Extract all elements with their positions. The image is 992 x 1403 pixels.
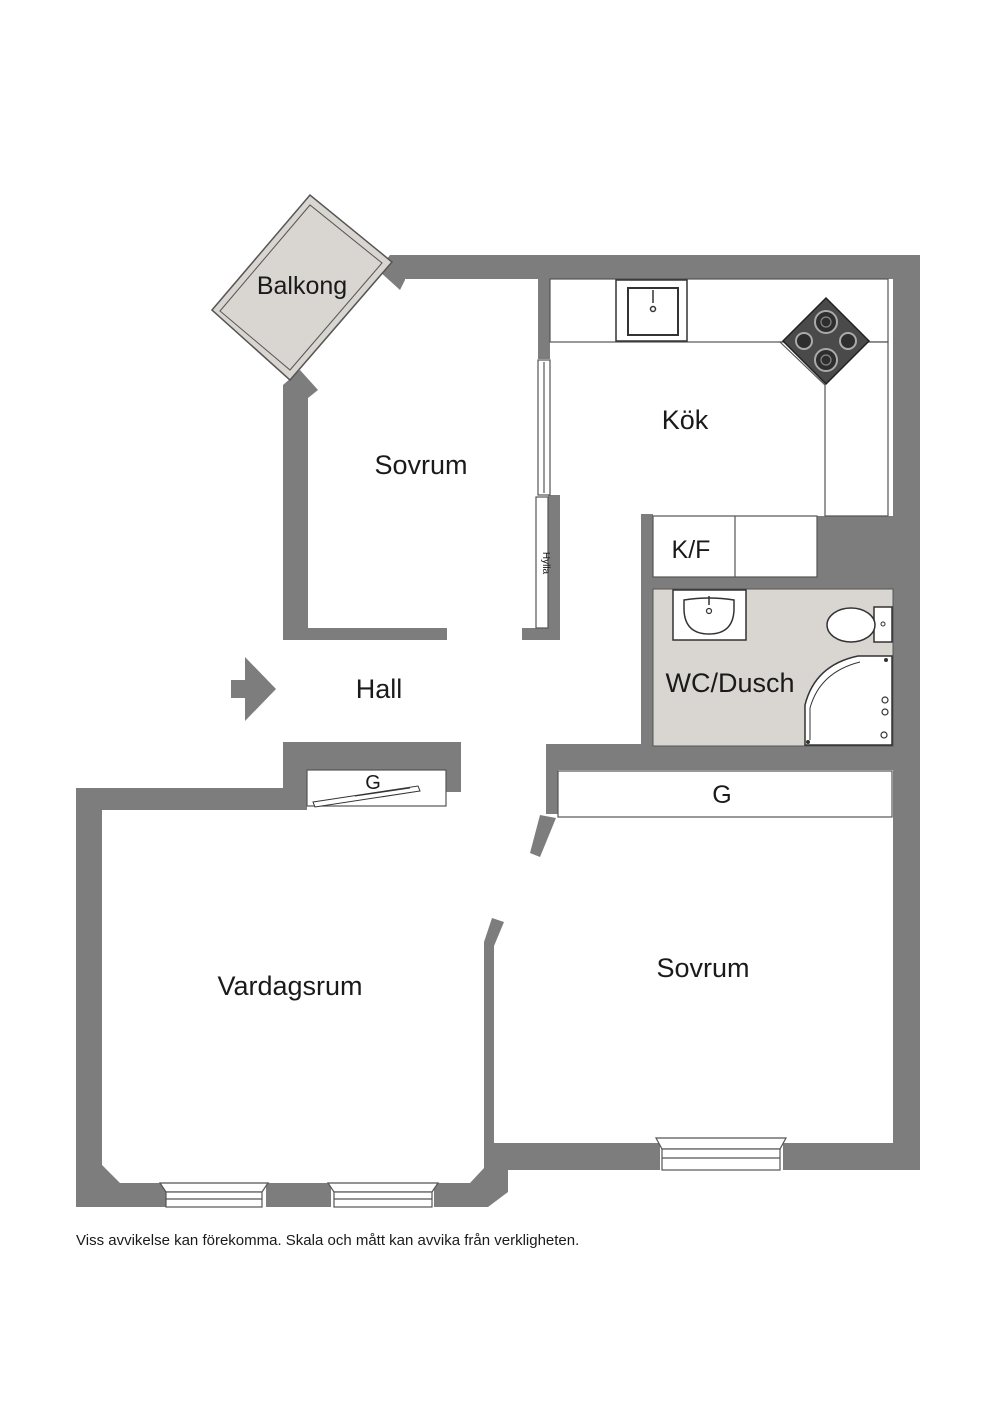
vardagsrum-label: Vardagsrum [217, 971, 362, 1001]
hall-label: Hall [356, 674, 403, 704]
exterior-walls [76, 255, 920, 1207]
closet-small [306, 769, 447, 808]
washbasin-icon [672, 589, 747, 641]
sovrum-north-label: Sovrum [374, 450, 467, 480]
entrance-arrow-icon [231, 657, 276, 721]
window-bedroom-south [654, 1137, 788, 1171]
g-small-label: G [365, 772, 381, 794]
balcony [210, 193, 394, 382]
window-living-1 [158, 1182, 270, 1208]
wardrobe-north [537, 359, 551, 496]
balkong-label: Balkong [257, 272, 347, 300]
kitchen-sink-icon [615, 279, 688, 342]
shelf [535, 496, 549, 629]
toilet-icon [826, 606, 893, 643]
window-living-2 [326, 1182, 440, 1208]
stove-icon [781, 296, 871, 386]
shelf-label: Hylla [540, 552, 551, 575]
disclaimer-text: Viss avvikelse kan förekomma. Skala och … [76, 1232, 580, 1249]
kf-label: K/F [672, 536, 711, 564]
fridge-freezer [652, 515, 818, 578]
wc-label: WC/Dusch [665, 668, 794, 698]
interior-walls [283, 279, 920, 1150]
sovrum-south-label: Sovrum [656, 953, 749, 983]
closet-large [557, 770, 893, 818]
shower-icon [804, 655, 893, 746]
g-large-label: G [712, 781, 731, 809]
kok-label: Kök [662, 405, 709, 435]
